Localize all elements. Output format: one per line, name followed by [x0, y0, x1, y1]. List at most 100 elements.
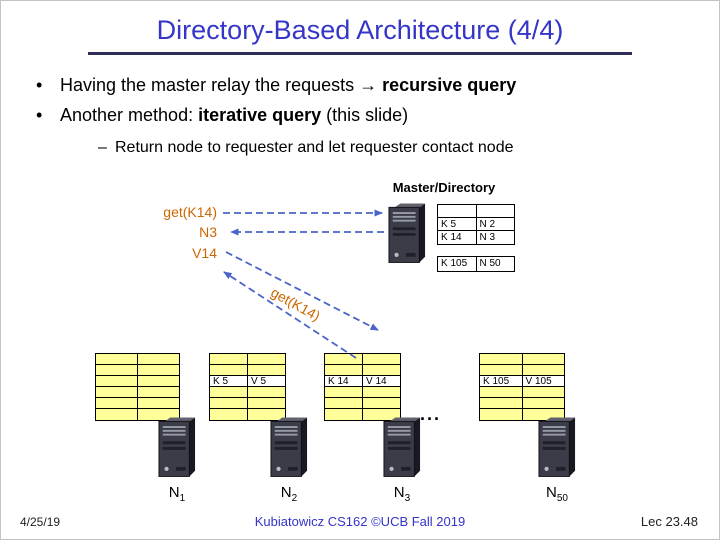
server-icon-n50 [538, 417, 576, 477]
table-row [480, 387, 564, 398]
table-cell [96, 387, 138, 397]
table-cell [210, 354, 248, 364]
table-row [438, 205, 514, 218]
server-icon-n3 [383, 417, 421, 477]
bullet-recursive-query: • Having the master relay the requests →… [36, 75, 706, 96]
table-cell [480, 387, 523, 397]
table-cell [523, 354, 565, 364]
sub-bullet-return-node: – Return node to requester and let reque… [98, 139, 698, 157]
table-cell: N 50 [479, 258, 501, 269]
table-row [480, 398, 564, 409]
table-row [325, 387, 400, 398]
table-row [480, 409, 564, 420]
bullet-text: Having the master relay the requests → r… [60, 75, 516, 96]
table-row [325, 409, 400, 420]
server-icon-n1 [158, 417, 196, 477]
table-cell [96, 376, 138, 386]
table-cell [477, 205, 515, 217]
table-cell [96, 354, 138, 364]
table-cell [325, 365, 363, 375]
node-sub: 1 [179, 493, 186, 504]
table-cell [96, 398, 138, 408]
bullet-text-normal: Another method: [60, 105, 199, 125]
table-row [96, 365, 179, 376]
table-cell: V 14 [366, 376, 387, 386]
table-cell [138, 365, 179, 375]
table-cell [480, 409, 523, 420]
node-label-n50: N50 [527, 484, 587, 504]
table-cell [138, 398, 179, 408]
bullet-text: Another method: iterative query (this sl… [60, 105, 408, 126]
table-cell [480, 365, 523, 375]
table-cell [248, 365, 285, 375]
node-table-n1 [95, 353, 180, 421]
table-row [480, 354, 564, 365]
bullet-marker: • [36, 75, 43, 95]
table-cell [210, 387, 248, 397]
page-title: Directory-Based Architecture (4/4) [156, 15, 564, 45]
server-icon-n2 [270, 417, 308, 477]
table-cell [363, 365, 400, 375]
table-cell [523, 387, 565, 397]
table-row [210, 354, 285, 365]
table-cell [363, 387, 400, 397]
table-cell [523, 398, 565, 408]
sub-bullet-text: Return node to requester and let request… [115, 139, 514, 156]
bullet-text-bold: → recursive query [359, 75, 517, 95]
table-cell [363, 398, 400, 408]
table-cell [210, 398, 248, 408]
table-row [325, 398, 400, 409]
diagonal-get-label: get(K14) [268, 284, 323, 325]
response-label-value: V14 [192, 245, 217, 261]
table-cell: K 5 [438, 218, 477, 230]
table-cell [96, 365, 138, 375]
table-row [210, 398, 285, 409]
table-cell [138, 354, 179, 364]
table-cell: V 105 [525, 376, 552, 386]
table-cell: N 2 [479, 219, 496, 230]
node-sub: 3 [404, 493, 411, 504]
table-cell [325, 354, 363, 364]
table-cell: K 14 [438, 231, 477, 244]
node-label-n1: N1 [147, 484, 207, 504]
table-cell [325, 409, 363, 420]
footer-lecture: Lec 23.48 [640, 514, 698, 529]
table-cell: K 5 [210, 376, 248, 386]
sub-bullet-marker: – [98, 139, 107, 156]
table-cell [248, 354, 285, 364]
table-row [96, 376, 179, 387]
bullet-text-normal: (this slide) [321, 105, 409, 125]
table-cell: K 105 [480, 376, 523, 386]
table-cell [248, 398, 285, 408]
node-name: N [393, 484, 405, 501]
master-directory-label: Master/Directory [392, 180, 496, 195]
table-cell: K 14 [325, 376, 363, 386]
table-cell: N 3 [479, 232, 496, 243]
table-cell [210, 365, 248, 375]
table-cell [523, 365, 565, 375]
node-name: N [168, 484, 180, 501]
response-label-node: N3 [199, 224, 217, 240]
node-sub: 50 [556, 493, 568, 504]
node-label-n3: N3 [372, 484, 432, 504]
table-cell [138, 376, 179, 386]
bullet-text-normal: Having the master relay the requests [60, 75, 360, 95]
table-cell [438, 205, 477, 217]
request-label-get: get(K14) [163, 204, 217, 220]
table-cell [96, 409, 138, 420]
master-server-icon [388, 203, 426, 263]
table-row [210, 409, 285, 420]
table-row [96, 398, 179, 409]
table-cell [325, 398, 363, 408]
node-label-n2: N2 [259, 484, 319, 504]
title-underline [88, 52, 632, 55]
